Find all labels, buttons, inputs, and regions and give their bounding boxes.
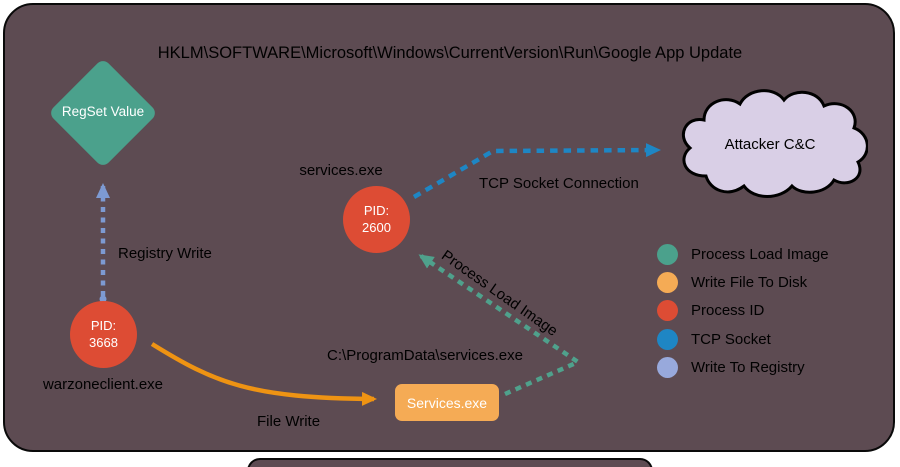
pid-3668-prefix: PID: — [90, 317, 117, 333]
legend-label: TCP Socket — [691, 330, 771, 348]
process-id-swatch-icon — [657, 300, 678, 322]
registry-path-title: HKLM\SOFTWARE\Microsoft\Windows\CurrentV… — [157, 44, 743, 62]
pid-3668-number: 3668 — [89, 334, 118, 350]
attacker-cc-label: Attacker C&C — [724, 136, 816, 153]
legend: Process Load Image Write File To Disk Pr… — [657, 240, 829, 382]
registry-write-label: Registry Write — [118, 245, 212, 262]
regset-value-label: RegSet Value — [61, 104, 145, 119]
tcp-socket-connection-label: TCP Socket Connection — [479, 175, 639, 192]
warzoneclient-caption: warzoneclient.exe — [42, 376, 164, 393]
services-exe-caption: services.exe — [299, 162, 383, 179]
process-load-swatch-icon — [657, 243, 678, 265]
pid-2600-prefix: PID: — [363, 202, 390, 218]
attacker-cc-cloud — [682, 89, 868, 198]
pid-2600-number: 2600 — [362, 219, 391, 235]
secondary-panel-edge — [247, 458, 653, 467]
file-write-label: File Write — [257, 413, 321, 430]
legend-item-write-file: Write File To Disk — [657, 268, 829, 296]
legend-item-write-registry: Write To Registry — [657, 354, 829, 382]
pid-2600-node: PID: 2600 — [343, 186, 410, 253]
pid-3668-node: PID: 3668 — [70, 301, 137, 368]
tcp-socket-swatch-icon — [657, 328, 678, 350]
legend-label: Write File To Disk — [691, 274, 808, 292]
legend-label: Write To Registry — [691, 359, 805, 377]
legend-label: Process Load Image — [691, 245, 829, 263]
cloud-shape — [682, 89, 868, 198]
legend-label: Process ID — [691, 302, 765, 320]
services-exe-file-node: Services.exe — [395, 384, 499, 421]
write-registry-swatch-icon — [657, 357, 678, 379]
programdata-path-caption: C:\ProgramData\services.exe — [327, 347, 523, 364]
legend-item-tcp-socket: TCP Socket — [657, 325, 829, 353]
legend-item-process-load: Process Load Image — [657, 240, 829, 268]
legend-item-process-id: Process ID — [657, 297, 829, 325]
write-file-swatch-icon — [657, 272, 678, 294]
